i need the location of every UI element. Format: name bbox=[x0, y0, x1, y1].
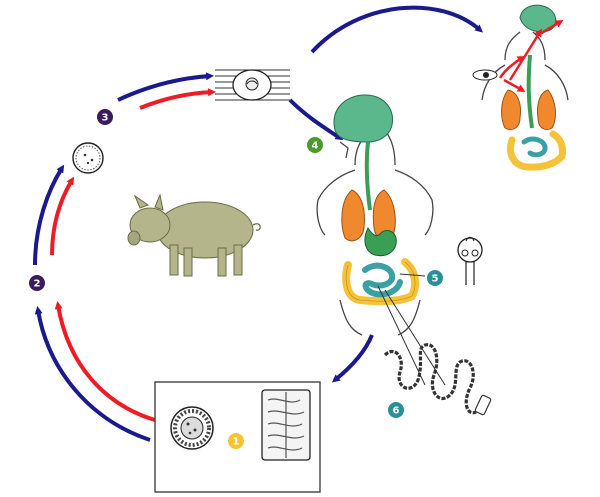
stage-badge-label: 1 bbox=[233, 437, 240, 448]
human-host-cysticercosis bbox=[472, 4, 569, 171]
stage-badge-label: 3 bbox=[102, 113, 109, 124]
arrow-box-to-2-red bbox=[54, 301, 156, 422]
arrow-human-to-box bbox=[331, 334, 374, 383]
stage-badge-3: 3 bbox=[97, 109, 113, 125]
stage-badge-label: 2 bbox=[34, 279, 41, 290]
stage-badge-circle bbox=[228, 433, 244, 449]
stage-badge-1: 1 bbox=[228, 433, 244, 449]
arrow-top-to-upper-human bbox=[310, 5, 484, 54]
egg-illustration bbox=[170, 406, 214, 450]
stomach bbox=[364, 227, 397, 257]
stage-badge-2: 2 bbox=[29, 275, 45, 291]
stage-badge-circle bbox=[388, 402, 404, 418]
pig-illustration bbox=[127, 193, 261, 277]
oncosphere-illustration bbox=[72, 142, 104, 174]
stage-badge-circle bbox=[97, 109, 113, 125]
stage-badge-4: 4 bbox=[307, 137, 323, 153]
stage-badge-label: 4 bbox=[312, 141, 319, 152]
stage-badge-label: 6 bbox=[393, 406, 400, 417]
lungs bbox=[341, 189, 365, 242]
arrow-2-to-egg-red bbox=[50, 176, 75, 256]
cycle-arrows bbox=[33, 5, 484, 442]
arrow-3-to-cyst-red bbox=[139, 88, 216, 110]
stage-badge-circle bbox=[29, 275, 45, 291]
adult-tapeworm-illustration bbox=[383, 343, 492, 416]
arrow-cyst-to-human-blue bbox=[288, 98, 344, 141]
cysticercus-in-muscle bbox=[215, 69, 290, 101]
arrow-3-to-cyst-blue bbox=[117, 72, 214, 102]
scolex-illustration bbox=[457, 236, 483, 285]
human-host-main bbox=[316, 94, 446, 386]
proglottid-illustration bbox=[261, 389, 311, 461]
stage-badge-6: 6 bbox=[388, 402, 404, 418]
arrow-box-to-2-blue bbox=[34, 306, 151, 442]
stage-badge-circle bbox=[427, 270, 443, 286]
stage-badge-5: 5 bbox=[427, 270, 443, 286]
arrow-2-to-egg-blue bbox=[33, 164, 65, 266]
small-intestine bbox=[362, 262, 403, 298]
stage-badge-circle bbox=[307, 137, 323, 153]
stage-1-box bbox=[154, 381, 321, 493]
stage-badge-label: 5 bbox=[432, 274, 439, 285]
